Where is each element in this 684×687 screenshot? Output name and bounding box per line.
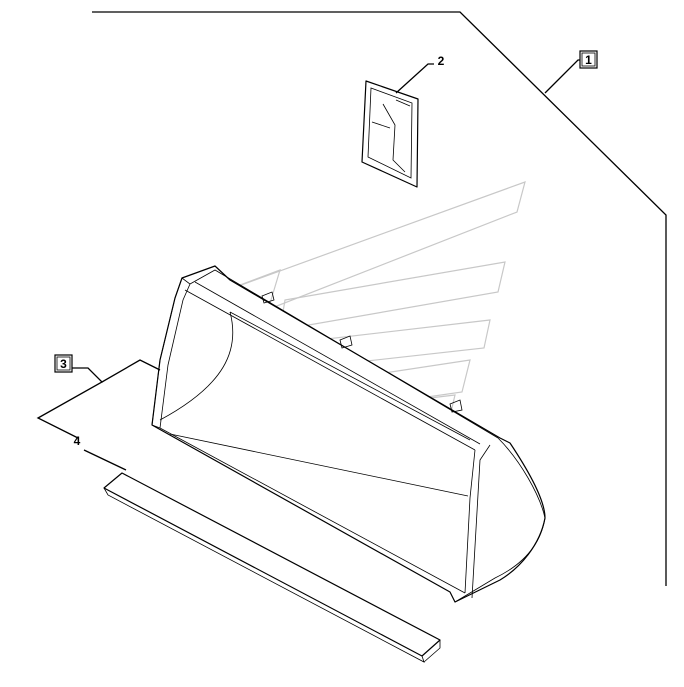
- cutting-edge-part[interactable]: [103, 472, 441, 663]
- callout-1-label: 1: [585, 53, 592, 67]
- callout-2-label[interactable]: 2: [438, 54, 445, 68]
- decal-part[interactable]: [361, 80, 419, 188]
- leader-2: [395, 63, 434, 94]
- callout-4-label[interactable]: 4: [74, 434, 81, 448]
- bucket-part[interactable]: [151, 265, 546, 603]
- leader-3: [36, 367, 104, 439]
- leader-4: [83, 449, 127, 471]
- callout-1[interactable]: 1: [579, 50, 598, 69]
- callout-3[interactable]: 3: [54, 354, 73, 373]
- leader-3b: [101, 359, 161, 383]
- callout-3-label: 3: [60, 357, 67, 371]
